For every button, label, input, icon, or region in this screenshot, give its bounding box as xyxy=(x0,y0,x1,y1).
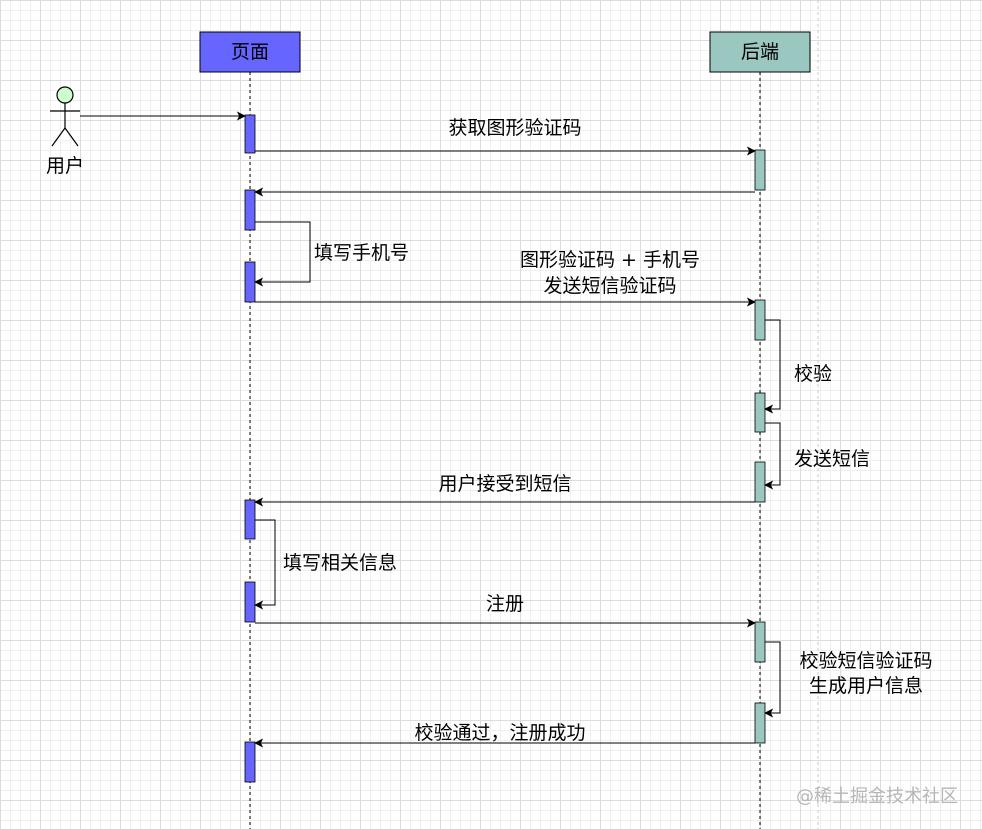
activation-page-5 xyxy=(244,581,256,623)
message-self-fill-phone xyxy=(254,221,311,287)
lane-label-page: 页面 xyxy=(231,41,269,63)
label-verify-sms-code: 校验短信验证码 xyxy=(799,650,932,672)
label-create-user-info: 生成用户信息 xyxy=(809,675,923,697)
activation-page-2 xyxy=(244,189,256,231)
label-verify: 校验 xyxy=(794,363,832,385)
activation-page-6 xyxy=(244,741,256,783)
label-register: 注册 xyxy=(486,593,524,615)
label-captcha-plus-phone: 图形验证码 + 手机号 xyxy=(520,249,700,271)
activation-backend-3 xyxy=(754,392,766,433)
label-send-sms: 发送短信 xyxy=(794,448,870,470)
activation-page-4 xyxy=(244,499,256,540)
label-send-sms-code: 发送短信验证码 xyxy=(543,275,676,297)
actor-head xyxy=(56,86,74,104)
watermark-text: @稀土掘金技术社区 xyxy=(796,786,958,807)
label-get-captcha: 获取图形验证码 xyxy=(448,117,581,139)
lane-label-backend: 后端 xyxy=(741,41,779,63)
actor-label: 用户 xyxy=(46,155,84,177)
message-self-fill-info xyxy=(254,519,276,610)
lane-header-page[interactable]: 页面 xyxy=(199,31,301,73)
lane-header-backend[interactable]: 后端 xyxy=(709,31,811,73)
message-self-verify xyxy=(764,319,781,414)
label-fill-phone: 填写手机号 xyxy=(314,242,409,264)
activation-backend-5 xyxy=(754,621,766,663)
activation-backend-6 xyxy=(754,702,766,744)
activation-backend-4 xyxy=(754,461,766,503)
message-self-send-sms xyxy=(764,422,781,490)
activation-page-3 xyxy=(244,261,256,303)
message-self-verify-create xyxy=(764,641,781,718)
activation-backend-2 xyxy=(754,299,766,341)
activation-page-1 xyxy=(244,114,256,154)
activation-backend-1 xyxy=(754,149,766,191)
label-fill-info: 填写相关信息 xyxy=(283,552,397,574)
label-register-success: 校验通过，注册成功 xyxy=(414,722,585,744)
label-user-received-sms: 用户接受到短信 xyxy=(438,473,571,495)
actor-user[interactable] xyxy=(50,86,80,147)
